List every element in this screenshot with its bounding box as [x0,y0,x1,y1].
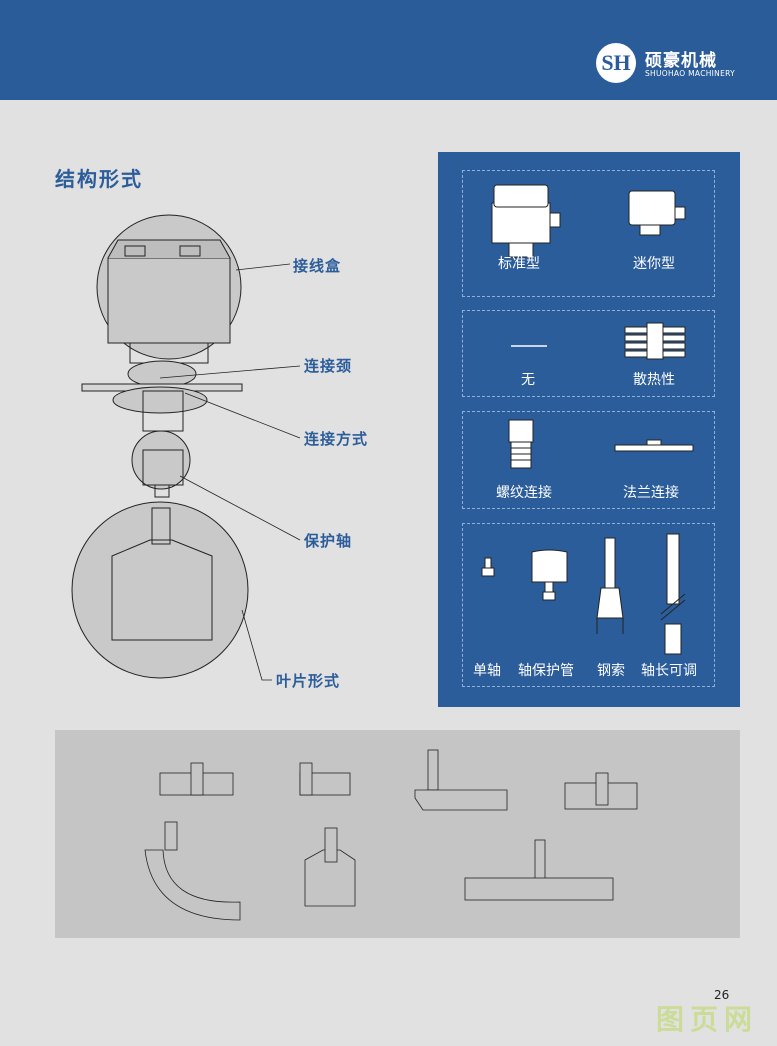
option-none: 无 [521,372,535,388]
label-blade: 叶片形式 [276,672,341,690]
options-panel: 标准型 迷你型 无 散热性 螺纹连接 法兰连接 单轴 轴保护管 钢索 轴长可调 [438,152,740,707]
option-thread: 螺纹连接 [496,485,552,501]
shaft-options: 单轴 轴保护管 钢索 轴长可调 [462,523,715,687]
option-mini: 迷你型 [633,256,675,272]
brand-name: 硕豪机械 [645,51,717,71]
option-adjustable: 轴长可调 [641,663,697,679]
blade-types-panel [55,730,740,938]
blade-types-drawing [144,749,638,921]
brand-name-en: SHUOHAO MACHINERY [645,69,736,78]
label-neck: 连接颈 [304,357,353,375]
option-shaft-tube: 轴保护管 [518,663,574,679]
connection-options: 螺纹连接 法兰连接 [462,411,715,509]
option-standard: 标准型 [498,256,540,272]
option-cable: 钢索 [597,663,625,679]
option-single-shaft: 单轴 [473,663,501,679]
section-title: 结构形式 [55,167,143,191]
option-heat-sink: 散热性 [633,372,675,388]
label-junction-box: 接线盒 [293,257,342,275]
label-connection: 连接方式 [304,430,369,448]
cooling-options: 无 散热性 [462,310,715,397]
watermark: 图页网 [656,1003,759,1036]
housing-options: 标准型 迷你型 [462,170,715,297]
page-number: 26 [714,988,730,1002]
label-shaft: 保护轴 [304,532,353,550]
logo-icon: SH [596,43,636,83]
option-flange: 法兰连接 [623,485,679,501]
header-bar: SH 硕豪机械 SHUOHAO MACHINERY [0,0,777,100]
